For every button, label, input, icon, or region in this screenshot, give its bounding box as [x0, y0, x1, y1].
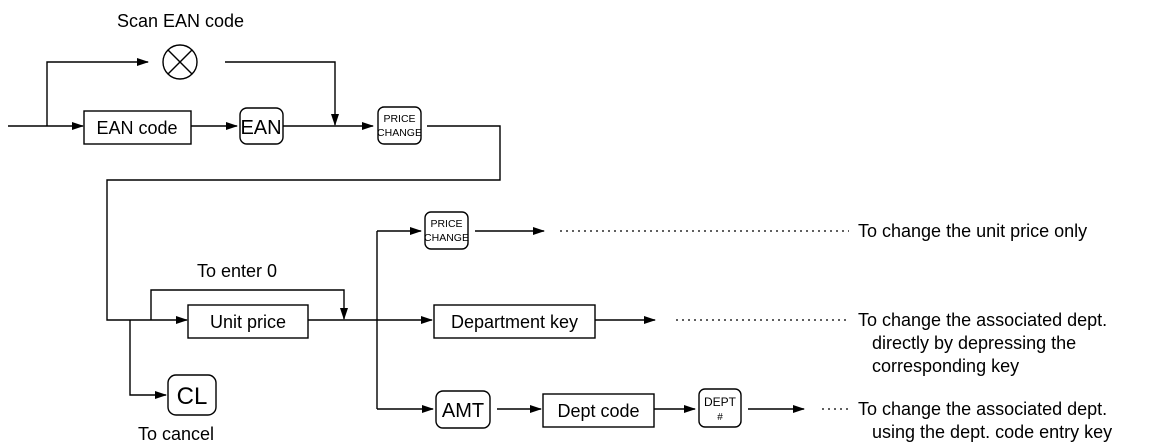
dept-code-box — [542, 393, 655, 428]
scan-ean-label: Scan EAN code — [117, 11, 244, 31]
price-change-top-line1: PRICE — [383, 113, 415, 125]
connector-line — [106, 125, 501, 321]
cl-key — [167, 374, 217, 416]
result-dept-direct-3: corresponding key — [872, 356, 1019, 376]
branch-to-cl — [129, 320, 167, 399]
ean-code-box — [83, 110, 192, 145]
result-dept-code-2: using the dept. code entry key — [872, 422, 1112, 442]
unit-price-label: Unit price — [210, 312, 286, 332]
dept-key-line1: DEPT — [704, 395, 737, 409]
amt-key-label: AMT — [442, 400, 484, 422]
result-unit-price-only: To change the unit price only — [858, 221, 1087, 241]
scanner-icon — [162, 44, 198, 80]
branch-to-scan — [46, 58, 149, 126]
result-dept-direct-1: To change the associated dept. — [858, 310, 1107, 330]
ean-key-label: EAN — [240, 117, 281, 139]
unit-price-box — [187, 304, 309, 339]
dept-key-line2: # — [717, 412, 723, 423]
cl-key-label: CL — [177, 383, 208, 410]
enter-0-bypass — [150, 289, 348, 320]
result-dept-direct-2: directly by depressing the — [872, 333, 1076, 353]
department-key-box — [433, 304, 596, 339]
amt-key — [435, 390, 491, 429]
price-change-bottom-line2: CHANGE — [424, 232, 469, 244]
department-key-label: Department key — [451, 312, 578, 332]
scan-merge-line — [225, 61, 339, 126]
dept-code-label: Dept code — [557, 401, 639, 421]
to-cancel-label: To cancel — [138, 424, 214, 444]
price-change-top-line2: CHANGE — [377, 127, 422, 139]
result-dept-code-1: To change the associated dept. — [858, 399, 1107, 419]
to-enter-0-label: To enter 0 — [197, 261, 277, 281]
price-change-key-bottom — [424, 211, 469, 250]
ean-code-label: EAN code — [96, 118, 177, 138]
price-change-bottom-line1: PRICE — [430, 218, 462, 230]
price-change-key-top — [377, 106, 422, 145]
dept-hash-key — [698, 388, 742, 428]
